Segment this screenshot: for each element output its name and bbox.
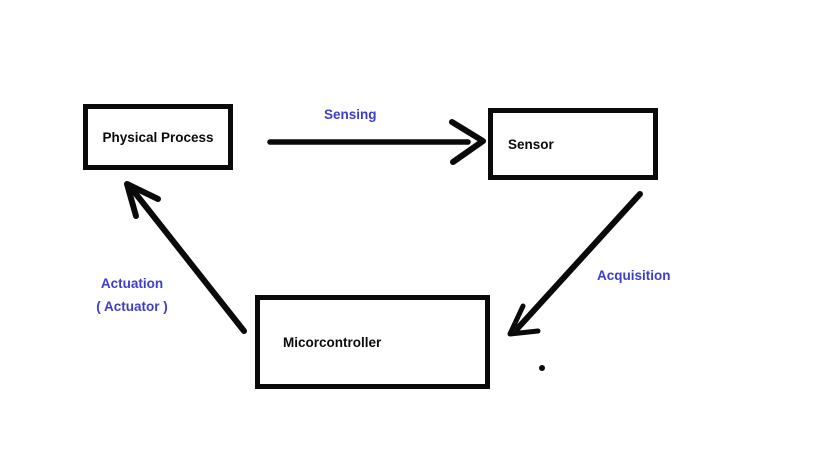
actuation-label-text: Actuation <box>100 276 164 291</box>
acquisition-label: Acquisition <box>597 268 671 283</box>
node-physical-process: Physical Process <box>83 104 233 170</box>
sensing-label-text: Sensing <box>324 107 377 122</box>
sensing-label: Sensing <box>324 107 377 122</box>
node-sensor-label: Sensor <box>508 136 554 152</box>
node-microcontroller-label: Micorcontroller <box>283 334 382 350</box>
node-physical-process-label: Physical Process <box>102 129 214 145</box>
actuation-label: Actuation ( Actuator ) <box>84 272 180 318</box>
actuator-sublabel-text: ( Actuator ) <box>96 299 168 314</box>
actuation-arrow <box>124 181 247 334</box>
acquisition-label-text: Acquisition <box>597 268 671 283</box>
acquisition-arrow <box>507 191 643 337</box>
node-microcontroller: Micorcontroller <box>255 295 490 389</box>
sensing-arrow <box>267 119 486 165</box>
stray-dot <box>539 365 545 371</box>
node-sensor: Sensor <box>488 108 658 180</box>
